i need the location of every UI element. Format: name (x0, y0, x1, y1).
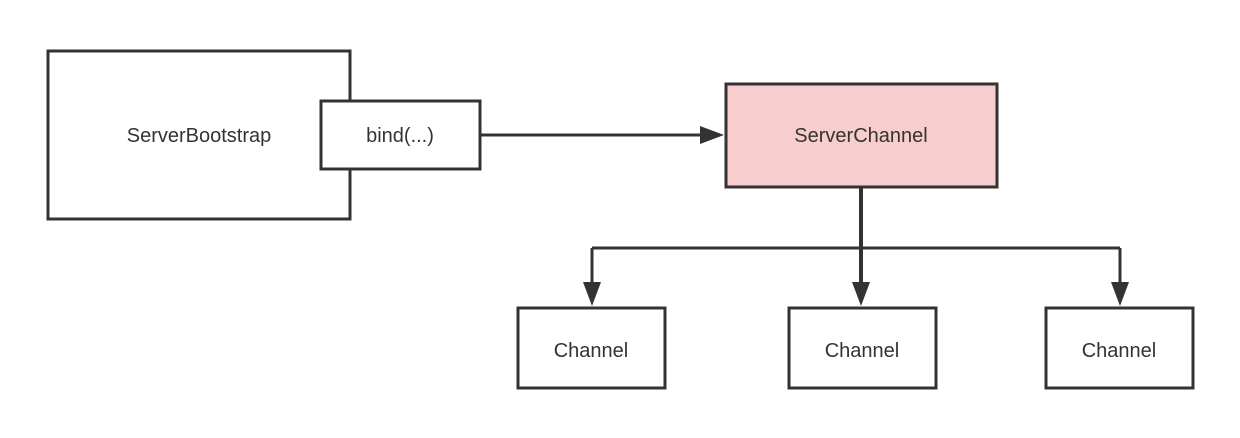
channel-box (1044, 306, 1195, 390)
server-bootstrap-label: ServerBootstrap (127, 125, 272, 147)
channel-box (516, 306, 667, 390)
channel-label: Channel (1082, 340, 1157, 362)
arrowhead-icon (852, 282, 870, 306)
bind-label: bind(...) (366, 125, 434, 147)
arrowhead-icon (583, 282, 601, 306)
edges-server-channel-to-channels (583, 187, 1129, 306)
channel-node-2: Channel (787, 306, 938, 390)
edge-bind-to-server-channel (480, 126, 724, 144)
server-channel-node: ServerChannel (724, 82, 999, 189)
server-bootstrap-box (46, 49, 352, 221)
channel-label: Channel (554, 340, 629, 362)
channel-node-1: Channel (516, 306, 667, 390)
channel-box (787, 306, 938, 390)
arrowhead-icon (700, 126, 724, 144)
server-channel-label: ServerChannel (794, 125, 927, 147)
bind-node: bind(...) (319, 99, 482, 171)
arrowhead-icon (1111, 282, 1129, 306)
channel-label: Channel (825, 340, 900, 362)
bind-box (319, 99, 482, 171)
channel-node-3: Channel (1044, 306, 1195, 390)
server-bootstrap-node: ServerBootstrap (46, 49, 352, 221)
